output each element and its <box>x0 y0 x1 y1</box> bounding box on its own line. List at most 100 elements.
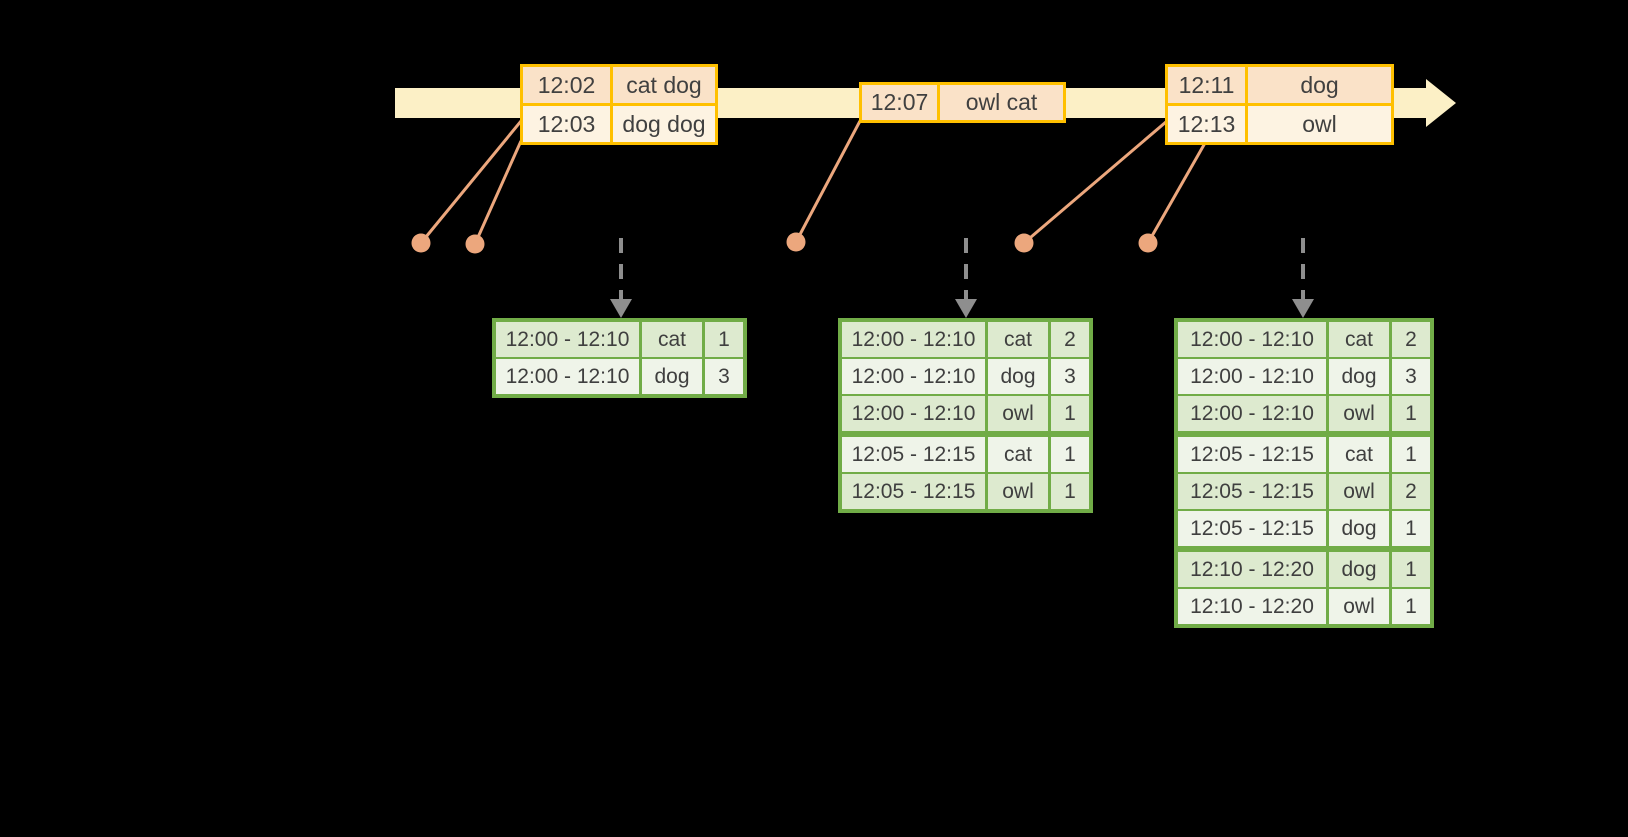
result-word-cell: cat <box>1329 322 1389 357</box>
connector-line <box>1023 102 1188 245</box>
result-word-cell: dog <box>1329 552 1389 587</box>
trigger-arrowhead-icon <box>1292 299 1314 318</box>
connector-line <box>473 140 523 245</box>
event-words-cell: owl cat <box>940 85 1063 120</box>
result-word-cell: owl <box>1329 589 1389 624</box>
result-window-cell: 12:00 - 12:10 <box>842 359 985 394</box>
result-count-cell: 3 <box>1392 359 1430 394</box>
result-count-cell: 1 <box>1392 552 1430 587</box>
event-time-cell: 12:02 <box>523 67 610 103</box>
result-window-cell: 12:00 - 12:10 <box>1178 396 1326 431</box>
event-dot <box>786 232 806 252</box>
result-word-cell: owl <box>1329 474 1389 509</box>
result-count-cell: 1 <box>1051 474 1089 509</box>
result-word-cell: owl <box>988 474 1048 509</box>
event-words-cell: dog <box>1248 67 1391 103</box>
result-window-cell: 12:00 - 12:10 <box>1178 322 1326 357</box>
result-window-cell: 12:00 - 12:10 <box>496 322 639 357</box>
event-dot <box>1138 233 1158 253</box>
result-count-cell: 1 <box>1392 437 1430 472</box>
event-time-cell: 12:07 <box>862 85 937 120</box>
result-word-cell: owl <box>1329 396 1389 431</box>
result-word-cell: cat <box>642 322 702 357</box>
result-word-cell: owl <box>988 396 1048 431</box>
event-time-cell: 12:03 <box>523 106 610 142</box>
trigger-arrowhead-icon <box>610 299 632 318</box>
event-time-cell: 12:11 <box>1168 67 1245 103</box>
connector-line <box>419 103 537 244</box>
result-word-cell: cat <box>988 322 1048 357</box>
result-word-cell: dog <box>988 359 1048 394</box>
result-count-cell: 1 <box>1051 437 1089 472</box>
result-window-cell: 12:05 - 12:15 <box>842 437 985 472</box>
result-word-cell: dog <box>1329 359 1389 394</box>
result-window-cell: 12:00 - 12:10 <box>1178 359 1326 394</box>
result-count-cell: 2 <box>1051 322 1089 357</box>
result-count-cell: 1 <box>1392 396 1430 431</box>
event-time-axis-arrowhead-icon <box>1426 79 1456 127</box>
event-time-cell: 12:13 <box>1168 106 1245 142</box>
result-window-cell: 12:00 - 12:10 <box>842 322 985 357</box>
result-count-cell: 2 <box>1392 322 1430 357</box>
result-window-cell: 12:05 - 12:15 <box>1178 511 1326 546</box>
result-count-cell: 1 <box>1392 589 1430 624</box>
result-word-cell: cat <box>988 437 1048 472</box>
event-dot <box>411 233 431 253</box>
result-word-cell: dog <box>1329 511 1389 546</box>
event-words-cell: cat dog <box>613 67 715 103</box>
event-words-cell: owl <box>1248 106 1391 142</box>
result-window-cell: 12:05 - 12:15 <box>842 474 985 509</box>
result-window-cell: 12:10 - 12:20 <box>1178 589 1326 624</box>
connector-line <box>794 120 862 243</box>
event-words-cell: dog dog <box>613 106 715 142</box>
event-dot <box>1014 233 1034 253</box>
trigger-arrowhead-icon <box>955 299 977 318</box>
result-window-cell: 12:00 - 12:10 <box>496 359 639 394</box>
result-count-cell: 3 <box>705 359 743 394</box>
result-window-cell: 12:05 - 12:15 <box>1178 474 1326 509</box>
event-dot <box>465 234 485 254</box>
result-count-cell: 1 <box>705 322 743 357</box>
result-count-cell: 1 <box>1392 511 1430 546</box>
result-window-cell: 12:05 - 12:15 <box>1178 437 1326 472</box>
connector-line <box>1146 142 1207 244</box>
result-count-cell: 2 <box>1392 474 1430 509</box>
result-window-cell: 12:10 - 12:20 <box>1178 552 1326 587</box>
result-word-cell: cat <box>1329 437 1389 472</box>
result-word-cell: dog <box>642 359 702 394</box>
result-count-cell: 3 <box>1051 359 1089 394</box>
